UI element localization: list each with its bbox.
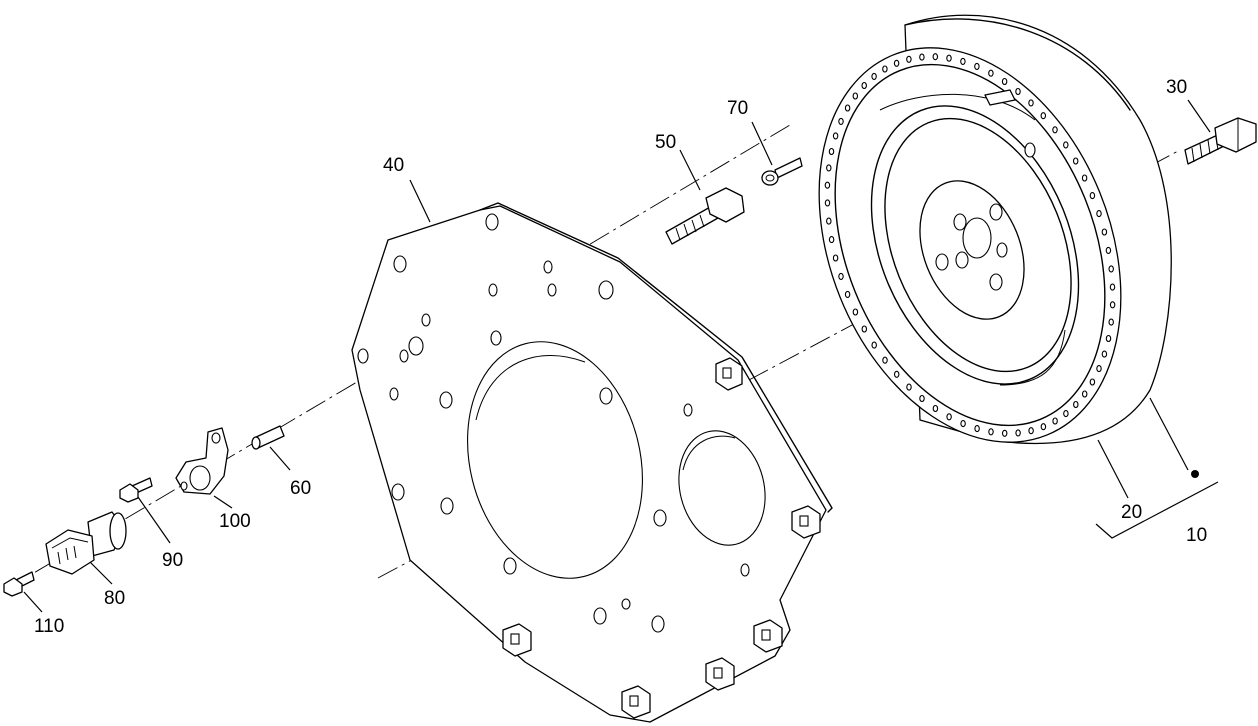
- ring-hole: [852, 308, 859, 316]
- flywheel-bolt: [1184, 117, 1257, 165]
- ring-hole: [1001, 77, 1008, 86]
- sensor-bracket: [175, 427, 229, 495]
- ring-hole: [838, 272, 844, 280]
- dot-marker: [1191, 470, 1199, 478]
- ring-hole: [1015, 429, 1021, 437]
- ring-hole: [882, 356, 888, 364]
- ring-hole: [861, 325, 868, 333]
- ring-hole: [1028, 99, 1034, 107]
- ring-hole: [828, 147, 835, 156]
- screw-110: [3, 571, 35, 597]
- ring-hole: [1108, 265, 1114, 273]
- ring-hole: [1015, 87, 1021, 96]
- ring-hole: [871, 341, 877, 349]
- ring-hole: [1063, 410, 1069, 418]
- ring-hole: [1089, 192, 1096, 200]
- ring-hole: [974, 62, 980, 70]
- callout-110: 110: [34, 616, 64, 637]
- ring-hole: [988, 69, 994, 77]
- ring-hole: [1108, 318, 1114, 326]
- ring-hole: [946, 54, 952, 62]
- ring-hole: [1089, 378, 1096, 386]
- ring-hole: [932, 53, 939, 61]
- ring-hole: [1096, 210, 1102, 218]
- ring-hole: [946, 413, 952, 421]
- callout-90: 90: [162, 550, 183, 571]
- ring-hole: [1040, 423, 1047, 431]
- ring-hole: [844, 104, 851, 112]
- callout-80: 80: [104, 588, 125, 609]
- callout-60: 60: [290, 478, 311, 499]
- ring-hole: [1052, 417, 1058, 425]
- ring-hole: [852, 92, 859, 100]
- ring-hole: [826, 164, 832, 172]
- ring-hole: [1040, 112, 1047, 120]
- ring-hole: [838, 117, 844, 125]
- ring-hole: [988, 428, 994, 436]
- ring-hole: [861, 81, 867, 90]
- ring-hole: [893, 59, 900, 67]
- ring-hole: [1081, 390, 1088, 398]
- ring-hole: [919, 53, 925, 61]
- ring-hole: [824, 181, 831, 189]
- ring-hole: [1063, 141, 1069, 149]
- ring-hole: [893, 370, 900, 378]
- ring-hole: [960, 57, 966, 65]
- ring-hole: [974, 425, 980, 433]
- ring-hole: [1101, 350, 1108, 358]
- ring-hole: [1081, 174, 1088, 182]
- ring-hole: [828, 236, 835, 244]
- ring-hole: [1073, 400, 1079, 409]
- plate-bolt-holes: [357, 213, 750, 633]
- stud-50: [665, 187, 745, 245]
- ring-hole: [826, 217, 832, 225]
- ring-hole: [1001, 429, 1008, 437]
- screw-70: [761, 157, 803, 186]
- callout-30: 30: [1166, 77, 1187, 98]
- ring-hole: [871, 72, 877, 80]
- callout-labels: 40 50 70 30 60 100 90 80 110 20 10: [34, 77, 1207, 637]
- callout-50: 50: [655, 132, 676, 153]
- callout-20: 20: [1121, 502, 1142, 523]
- flywheel-hole-ring: [824, 53, 1116, 437]
- callout-10: 10: [1186, 525, 1207, 546]
- leader-lines: [23, 99, 1219, 613]
- plate-square-nuts: [502, 357, 821, 719]
- ring-hole: [1109, 283, 1116, 291]
- ring-hole: [906, 383, 912, 391]
- ring-hole: [1101, 228, 1108, 236]
- ring-hole: [1052, 126, 1058, 134]
- callout-100: 100: [219, 511, 251, 532]
- adapter-plate: [351, 202, 833, 723]
- ring-hole: [882, 65, 888, 73]
- ring-hole: [1105, 246, 1112, 254]
- callout-40: 40: [383, 155, 404, 176]
- callout-70: 70: [727, 98, 748, 119]
- ring-hole: [824, 199, 831, 207]
- ring-hole: [932, 404, 939, 413]
- ring-hole: [832, 132, 839, 140]
- ring-hole: [844, 290, 851, 298]
- speed-sensor: [45, 511, 127, 575]
- ring-hole: [906, 55, 912, 63]
- ring-hole: [1109, 301, 1116, 309]
- ring-hole: [1072, 157, 1079, 165]
- ring-hole: [832, 254, 839, 262]
- ring-hole: [919, 394, 925, 403]
- bolt-90: [119, 477, 153, 503]
- ring-hole: [960, 420, 966, 428]
- flywheel: [818, 14, 1172, 445]
- ring-hole: [1096, 365, 1102, 373]
- ring-hole: [1028, 427, 1034, 435]
- ring-hole: [1105, 334, 1112, 343]
- dowel-pin: [251, 425, 285, 450]
